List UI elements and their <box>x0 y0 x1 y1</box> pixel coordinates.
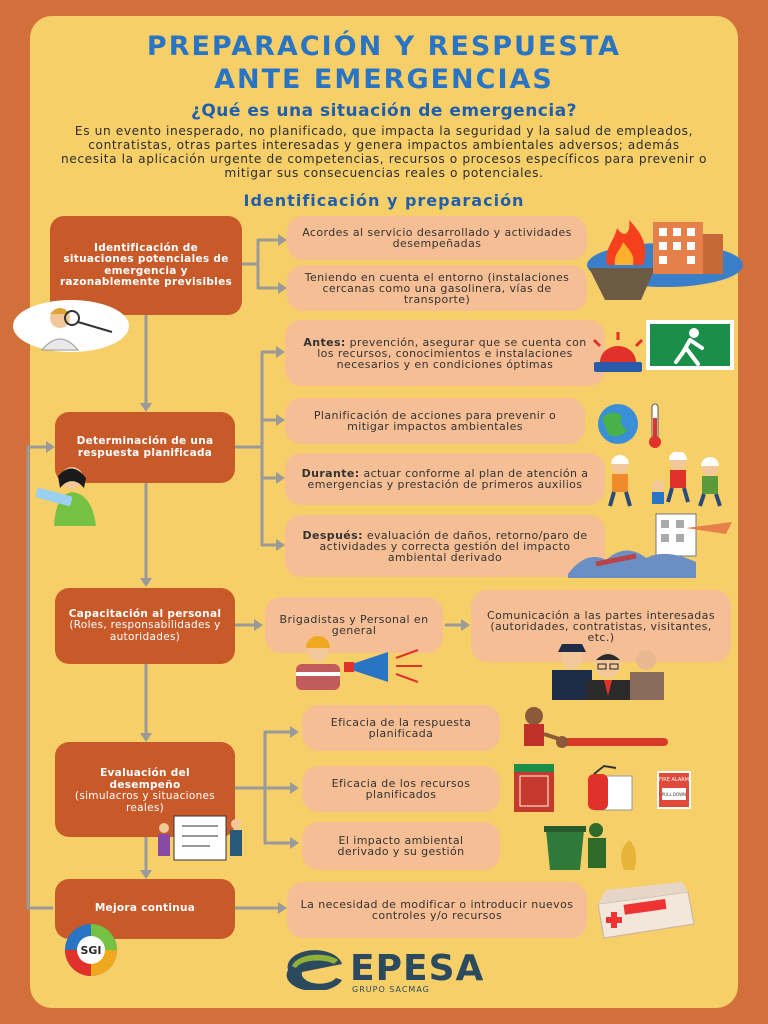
detail-despues-text: evaluación de daños, retorno/paro de act… <box>319 528 588 564</box>
step-determinacion: Determinación de una respuesta planifica… <box>55 412 235 483</box>
detail-eficacia-respuesta: Eficacia de la respuesta planificada <box>302 705 500 751</box>
fire-equipment-icon: FIRE ALARM PULL DOWN <box>514 764 691 812</box>
step-identificacion-label: Identificación de situaciones potenciale… <box>59 241 233 288</box>
first-aid-scene-icon <box>524 707 668 748</box>
step-mejora-label: Mejora continua <box>94 902 196 915</box>
subtitle: ¿Qué es una situación de emergencia? <box>190 101 578 121</box>
detail-eficacia-recursos-text: Eficacia de los recursos planificados <box>331 777 471 801</box>
detail-entorno: Teniendo en cuenta el entorno (instalaci… <box>287 265 587 311</box>
detail-impacto: El impacto ambiental derivado y su gesti… <box>302 822 500 870</box>
detail-antes: Antes: prevención, asegurar que se cuent… <box>285 320 605 386</box>
detail-despues: Después: evaluación de daños, retorno/pa… <box>285 515 605 577</box>
epesa-logo-mark <box>286 950 342 990</box>
authorities-icon <box>552 644 664 700</box>
detail-acordes-text: Acordes al servicio desarrollado y activ… <box>302 226 572 250</box>
title-line-2: ANTE EMERGENCIAS <box>214 64 554 95</box>
detail-despues-label: Después: <box>302 528 363 542</box>
planner-woman-icon <box>35 467 96 526</box>
detail-entorno-text: Teniendo en cuenta el entorno (instalaci… <box>304 270 570 306</box>
detail-eficacia-recursos: Eficacia de los recursos planificados <box>302 766 500 812</box>
step-identificacion: Identificación de situaciones potenciale… <box>50 216 242 315</box>
sgi-badge-text: SGI <box>80 944 101 957</box>
detail-durante-text: actuar conforme al plan de atención a em… <box>307 467 589 491</box>
step-evaluacion-label: Evaluación del desempeño <box>100 767 190 791</box>
rescue-workers-icon <box>608 452 722 507</box>
detail-necesidad: La necesidad de modificar o introducir n… <box>287 882 587 938</box>
detail-comunicacion-text: Comunicación a las partes interesadas (a… <box>487 608 715 644</box>
title-line-1: PREPARACIÓN Y RESPUESTA <box>146 31 622 62</box>
pull-down-sign-text: PULL DOWN <box>662 792 686 797</box>
detail-antes-text: prevención, asegurar que se cuenta con l… <box>317 335 587 371</box>
step-evaluacion-detail: (simulacros y situaciones reales) <box>74 790 216 814</box>
detail-brigadistas-text: Brigadistas y Personal en general <box>279 613 429 637</box>
detail-acordes: Acordes al servicio desarrollado y activ… <box>287 216 587 260</box>
damage-rubble-icon <box>568 513 732 578</box>
first-aid-kit-icon <box>597 882 695 939</box>
step-capacitacion-label: Capacitación al personal <box>68 607 222 620</box>
epesa-logo-subtitle: GRUPO SACMAG <box>352 985 430 994</box>
detail-necesidad-text: La necesidad de modificar o introducir n… <box>300 898 574 922</box>
step-capacitacion-detail: (Roles, responsabilidades y autoridades) <box>69 619 221 643</box>
fire-alarm-sign-text: FIRE ALARM <box>659 777 689 783</box>
detail-durante: Durante: actuar conforme al plan de aten… <box>285 453 605 505</box>
detail-eficacia-respuesta-text: Eficacia de la respuesta planificada <box>330 716 472 740</box>
detail-antes-label: Antes: <box>303 335 346 349</box>
brigadista-megaphone-icon <box>296 636 422 690</box>
sgi-badge: SGI <box>65 924 117 976</box>
exit-sign-icon <box>592 320 734 372</box>
detail-planificacion: Planificación de acciones para prevenir … <box>285 398 585 444</box>
section-title: Identificación y preparación <box>243 191 525 210</box>
step-determinacion-label: Determinación de una respuesta planifica… <box>76 435 214 459</box>
inspector-person-icon <box>13 300 129 352</box>
evaluation-board-icon <box>158 815 242 861</box>
earth-thermometer-icon <box>598 403 661 448</box>
fire-building-icon <box>587 220 743 300</box>
detail-durante-label: Durante: <box>301 467 360 480</box>
intro-paragraph: Es un evento inesperado, no planificado,… <box>60 124 708 180</box>
waste-management-icon <box>544 823 637 870</box>
detail-brigadistas: Brigadistas y Personal en general <box>265 597 443 653</box>
detail-impacto-text: El impacto ambiental derivado y su gesti… <box>337 834 465 858</box>
step-capacitacion: Capacitación al personal (Roles, respons… <box>55 588 235 664</box>
detail-comunicacion: Comunicación a las partes interesadas (a… <box>471 590 731 662</box>
detail-planificacion-text: Planificación de acciones para prevenir … <box>313 409 557 433</box>
epesa-logo-text: EPESA <box>350 948 485 989</box>
page-title: PREPARACIÓN Y RESPUESTA ANTE EMERGENCIAS <box>0 30 768 96</box>
